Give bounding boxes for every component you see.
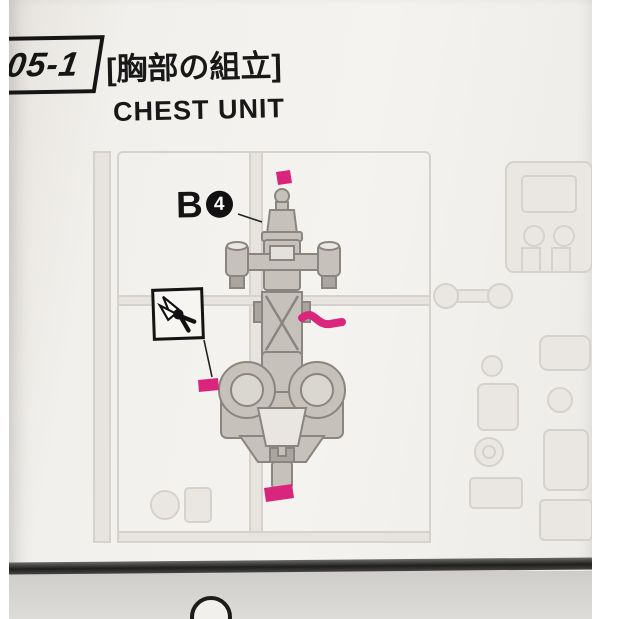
page-bottom-area xyxy=(9,571,592,619)
step-number-box: 05-1 xyxy=(0,35,105,95)
cut-gate-marks xyxy=(198,170,346,502)
title-japanese: [胸部の組立] xyxy=(105,48,283,87)
part-code-letter: B xyxy=(175,184,204,226)
part-callout: B 4 xyxy=(175,184,233,226)
photo-right-margin xyxy=(592,0,619,619)
gate-mark-right-hook xyxy=(298,311,346,329)
partial-circled-number xyxy=(190,596,232,619)
leader-lines xyxy=(203,213,263,378)
title-english: CHEST UNIT xyxy=(112,93,286,127)
step-number: 05-1 xyxy=(3,44,83,85)
photo-left-margin xyxy=(0,0,9,619)
gate-mark-top xyxy=(276,170,292,185)
gate-mark-bottom xyxy=(264,484,294,502)
gate-mark-left xyxy=(198,378,219,392)
runner-sprue-background xyxy=(93,151,593,543)
nippers-icon xyxy=(157,295,197,333)
chest-assembly-diagram xyxy=(218,188,346,489)
part-quantity-badge: 4 xyxy=(205,190,233,218)
nippers-icon-box xyxy=(151,287,205,341)
